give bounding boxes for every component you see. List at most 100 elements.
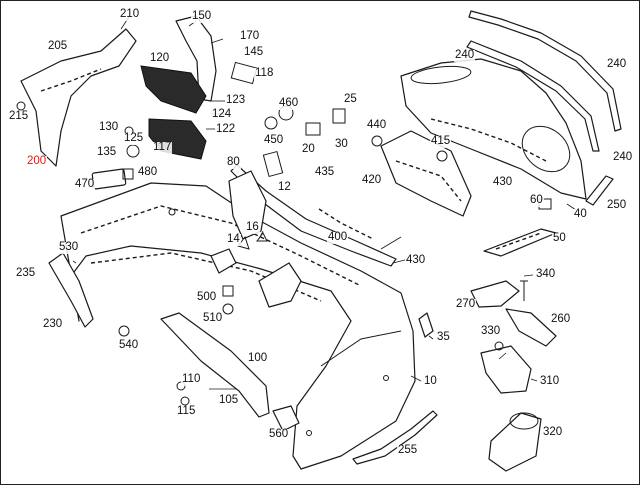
diffuser-insert <box>380 130 472 217</box>
callout-20: 20 <box>301 143 316 156</box>
callout-135: 135 <box>96 146 118 159</box>
plate-80 <box>262 150 284 178</box>
callout-540: 540 <box>118 339 140 352</box>
callout-330: 330 <box>480 325 502 338</box>
callout-125: 125 <box>123 132 145 145</box>
callout-420: 420 <box>361 174 383 187</box>
callout-430-lower: 430 <box>405 254 427 267</box>
callout-240-top-left: 240 <box>454 49 476 62</box>
callout-60: 60 <box>529 194 544 207</box>
callout-30: 30 <box>334 138 349 151</box>
callout-110: 110 <box>181 373 202 386</box>
callout-210: 210 <box>119 8 141 21</box>
clip-450 <box>264 116 278 130</box>
side-trim-bar <box>483 228 557 257</box>
clip-540 <box>118 325 130 337</box>
callout-400: 400 <box>327 231 349 244</box>
clip-20 <box>305 122 321 136</box>
bracket-270 <box>470 280 520 308</box>
callout-230: 230 <box>42 318 64 331</box>
callout-560: 560 <box>268 428 290 441</box>
clip-14 <box>237 235 250 250</box>
bracket-320 <box>488 412 542 472</box>
callout-117: 117 <box>152 141 173 154</box>
callout-510: 510 <box>202 312 224 325</box>
callout-430-upper: 430 <box>492 176 514 189</box>
bumper-hole-3 <box>306 430 312 436</box>
bumper-cover-dash-lower <box>90 252 322 302</box>
diffuser-insert-grid <box>395 160 462 202</box>
callout-118: 118 <box>254 67 275 80</box>
callout-80: 80 <box>226 156 241 169</box>
clip-135 <box>126 144 140 158</box>
callout-500: 500 <box>196 291 218 304</box>
callout-40: 40 <box>573 208 588 221</box>
callout-480: 480 <box>137 166 159 179</box>
callout-10: 10 <box>423 375 438 388</box>
callout-255: 255 <box>397 444 419 457</box>
bumper-cover-dash-upper <box>80 205 362 287</box>
clip-510 <box>222 303 234 315</box>
callout-130: 130 <box>98 121 120 134</box>
callout-120: 120 <box>149 52 171 65</box>
callout-170: 170 <box>239 30 261 43</box>
callout-450: 450 <box>263 134 285 147</box>
callout-215: 215 <box>8 110 30 123</box>
bumper-hole-2 <box>383 375 389 381</box>
plate-145 <box>230 61 258 85</box>
callout-16: 16 <box>245 221 260 234</box>
callout-100: 100 <box>247 352 269 365</box>
left-bracket <box>20 28 137 167</box>
callout-470: 470 <box>74 178 96 191</box>
callout-460: 460 <box>278 97 300 110</box>
callout-415: 415 <box>430 135 452 148</box>
bracket-260 <box>505 308 557 347</box>
callout-50: 50 <box>552 232 567 245</box>
clip-215 <box>16 101 26 111</box>
bumper-cover-lip <box>320 330 402 367</box>
clip-25 <box>332 108 346 124</box>
clip-440 <box>371 135 383 147</box>
bolt-340 <box>520 280 528 301</box>
callout-235: 235 <box>15 267 37 280</box>
clip-500 <box>222 285 234 297</box>
diffuser-exhaust-left <box>410 65 472 85</box>
callout-250: 250 <box>606 199 628 212</box>
lower-guide <box>160 312 270 418</box>
callout-440: 440 <box>366 119 388 132</box>
bumper-hole-1 <box>168 208 176 216</box>
callout-310: 310 <box>539 375 561 388</box>
callout-260: 260 <box>550 313 572 326</box>
right-trim-bracket <box>585 175 614 206</box>
bracket-310 <box>480 345 532 394</box>
sensor-bracket <box>210 248 237 274</box>
rear-diffuser <box>400 58 587 200</box>
center-mount <box>258 262 302 308</box>
callout-240-top-right: 240 <box>606 58 628 71</box>
callout-124: 124 <box>211 108 233 121</box>
clip-35 <box>418 312 434 338</box>
callout-145: 145 <box>243 46 265 59</box>
clip-115 <box>180 396 190 406</box>
top-trim-strip <box>468 10 622 132</box>
clip-415 <box>436 150 448 162</box>
callout-122: 122 <box>215 123 237 136</box>
callout-115: 115 <box>176 405 197 418</box>
callout-435: 435 <box>314 166 336 179</box>
bumper-cover <box>60 182 416 470</box>
side-trim-strip <box>466 40 600 152</box>
callout-320: 320 <box>542 426 564 439</box>
callout-14: 14 <box>226 233 241 246</box>
clip-330 <box>494 341 504 351</box>
lower-trim <box>352 410 438 465</box>
callout-270: 270 <box>455 298 477 311</box>
bracket-assembly-upper <box>140 65 207 114</box>
bracket-320-ring <box>509 412 539 430</box>
callout-340: 340 <box>535 268 557 281</box>
callout-105: 105 <box>218 394 240 407</box>
callout-25: 25 <box>343 93 358 106</box>
callout-530: 530 <box>58 241 80 254</box>
diffuser-exhaust-right <box>521 125 571 173</box>
